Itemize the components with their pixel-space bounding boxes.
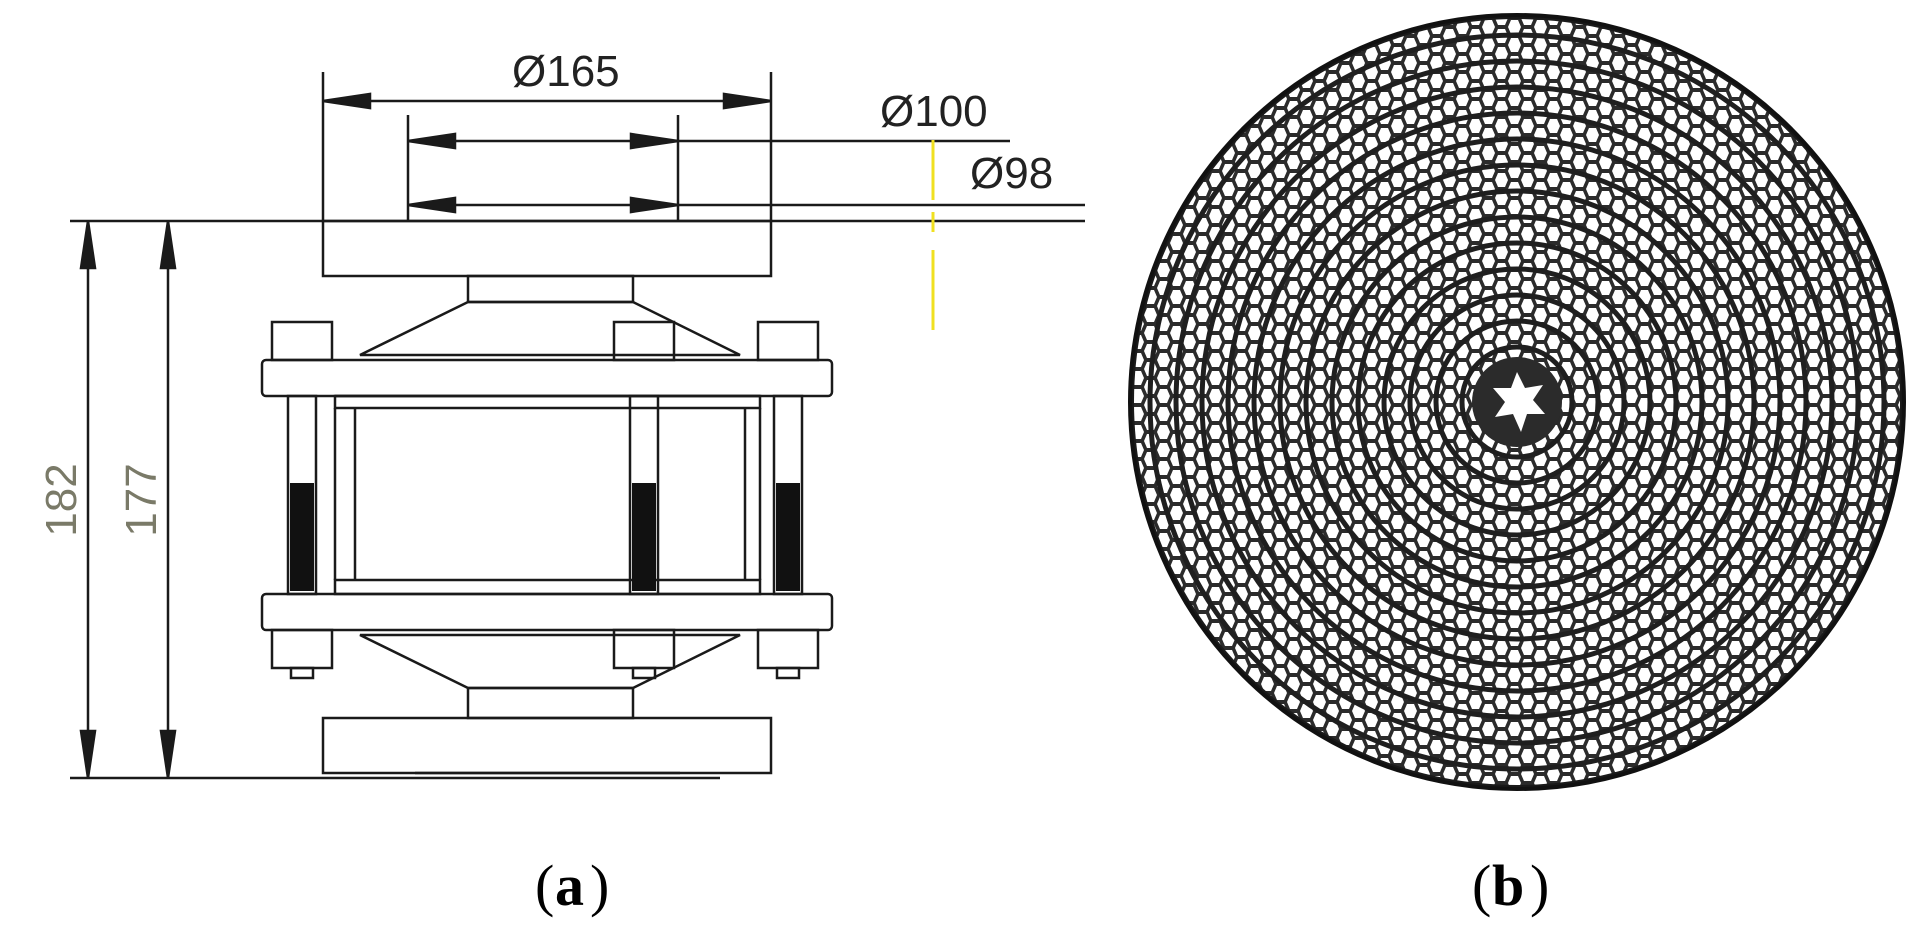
caption-a: ( a ) — [535, 853, 609, 918]
disc-ring — [1225, 110, 1809, 694]
svg-text:): ) — [1530, 853, 1549, 918]
caption-b: ( b ) — [1472, 853, 1549, 918]
disc-ring — [1277, 162, 1757, 642]
dim-outer-flange-label: Ø165 — [512, 47, 620, 96]
bolt-left — [270, 320, 334, 680]
disc-ring — [1407, 292, 1627, 512]
dim-height-overall-label: 182 — [37, 463, 86, 536]
dim-inner-bore-top-label: Ø100 — [880, 87, 988, 136]
center-star-hole — [1493, 372, 1545, 432]
disc-ring — [1199, 84, 1835, 720]
disc-ring — [1303, 188, 1731, 616]
bolt-right — [756, 320, 820, 680]
disc-ring — [1251, 136, 1783, 668]
bolt-center — [612, 320, 676, 680]
disc-ring — [1459, 344, 1575, 460]
disc-ring — [1147, 32, 1887, 772]
svg-text:): ) — [590, 853, 609, 918]
svg-text:b: b — [1492, 853, 1524, 918]
svg-text:(: ( — [535, 853, 554, 918]
dim-height-body-label: 177 — [117, 463, 166, 536]
dim-inner-bore-label: Ø98 — [970, 149, 1053, 198]
svg-text:a: a — [555, 853, 584, 918]
disc-ring — [1381, 266, 1653, 538]
svg-text:(: ( — [1472, 853, 1491, 918]
panel-a-side-view-drawing — [70, 72, 1085, 780]
panel-b-honeycomb-disc — [1128, 13, 1906, 791]
concentric-rings — [1147, 32, 1887, 772]
disc-ring — [1433, 318, 1601, 486]
disc-ring — [1329, 214, 1705, 590]
disc-ring — [1355, 240, 1679, 564]
disc-ring — [1173, 58, 1861, 746]
bolt-threads — [290, 483, 800, 591]
